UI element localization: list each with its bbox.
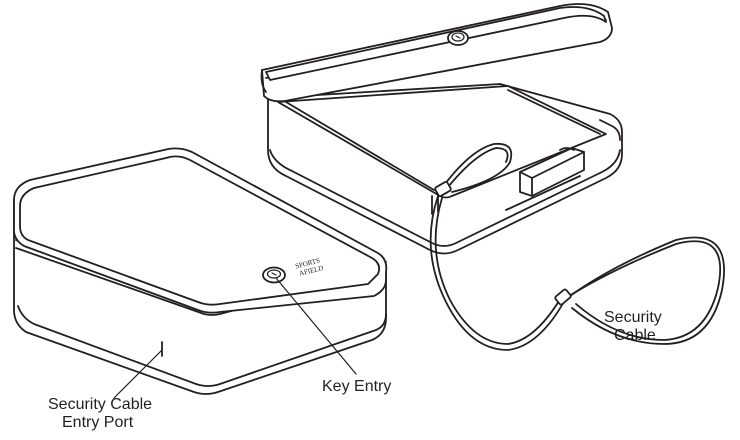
key-entry-leader bbox=[275, 277, 357, 375]
cable-small-loop bbox=[441, 142, 513, 193]
callouts: Security Cable Entry Port Key Entry Secu… bbox=[48, 277, 662, 431]
lid-top-surface bbox=[265, 6, 607, 81]
closed-safe-lid bbox=[13, 147, 388, 314]
cable-label-line2: Cable bbox=[614, 327, 656, 344]
cable-ferrule-mid bbox=[554, 288, 572, 306]
key-entry-label: Key Entry bbox=[322, 378, 391, 395]
open-safe-lid bbox=[261, 3, 613, 103]
security-cable bbox=[429, 142, 725, 351]
open-safe bbox=[260, 3, 623, 255]
entry-port-leader bbox=[113, 349, 163, 399]
cable-label-line1: Security bbox=[604, 309, 662, 326]
entry-port-label-line2: Entry Port bbox=[62, 414, 134, 431]
cable-main-loop bbox=[429, 195, 722, 351]
entry-port-label-line1: Security Cable bbox=[48, 396, 152, 413]
closed-safe: SPORTS AFIELD bbox=[13, 147, 388, 395]
cable-ferrule-top bbox=[434, 181, 452, 197]
